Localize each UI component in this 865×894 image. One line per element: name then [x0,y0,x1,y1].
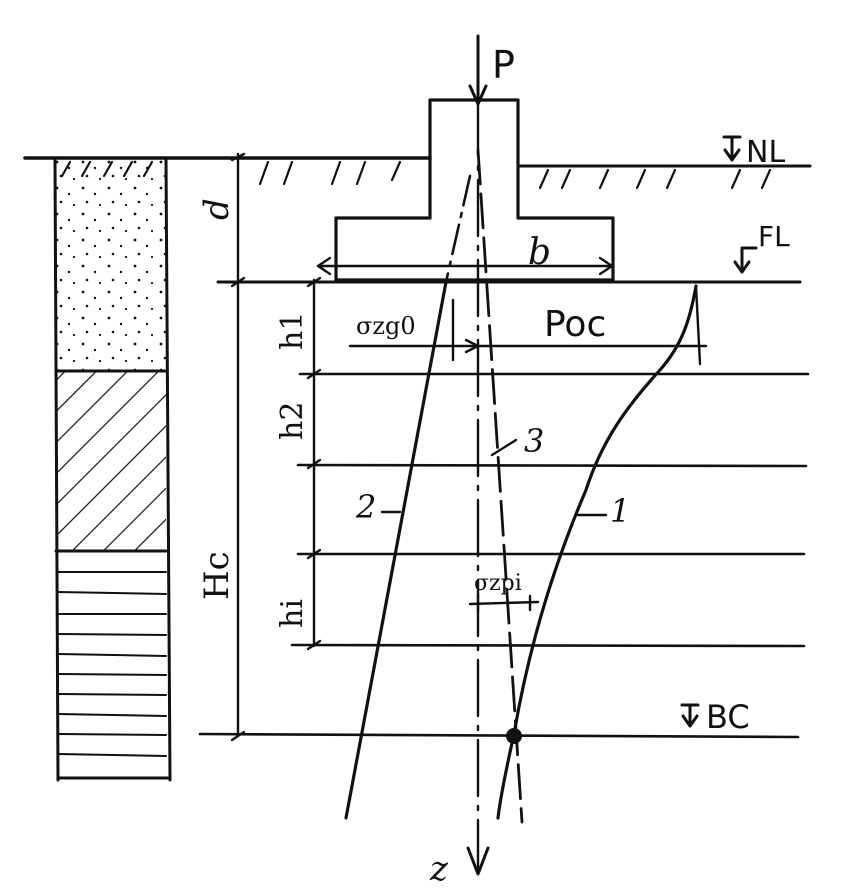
level-marker-fl [733,246,758,274]
soil-column [53,158,172,782]
curve-2-label: 2 [355,488,376,526]
central-axis [466,34,490,876]
width-label: b [528,232,551,273]
dimension-lines [230,152,614,742]
poc-label: Poc [544,304,606,345]
curve-2 [344,280,448,820]
bc-label: BC [706,698,750,736]
depth-label: d [197,198,237,220]
sigma-zg0-label: σzg0 [356,312,416,340]
curve-3 [476,148,524,824]
h2-label: h2 [275,402,310,440]
intersection-dot [506,728,522,744]
h1-label: h1 [275,312,310,350]
nl-label: NL [746,135,785,170]
fl-label: FL [758,220,790,253]
curve-1 [496,284,698,820]
z-axis-arrow [466,846,490,876]
layer-lines [198,372,810,739]
sand-layer [56,160,166,370]
ground-surface [23,156,812,190]
ground-hatching [60,160,772,190]
curve-3-label: 3 [524,422,544,460]
curve-ticks [380,438,608,517]
z-axis-label: z [429,849,449,889]
foundation-outline [334,98,615,282]
level-marker-bc [680,703,700,728]
loam-layer [57,571,167,757]
stress-ticks [348,284,708,614]
clay-layer [56,372,166,550]
level-marker-nl [722,135,742,162]
load-label: P [492,43,515,87]
sigma-zpi-label: σzpi [474,571,522,596]
curve-1-label: 1 [610,492,630,530]
hi-label: hi [275,599,310,628]
curve-2-upper [444,174,472,284]
hc-label: Hc [197,551,237,600]
